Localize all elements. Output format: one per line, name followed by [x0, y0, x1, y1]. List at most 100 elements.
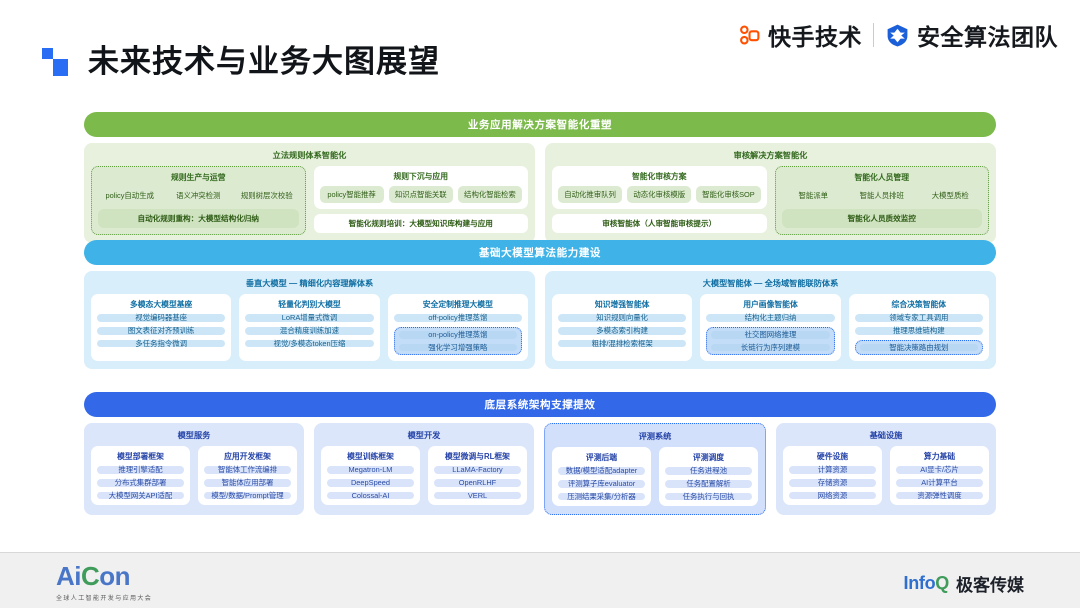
chip-item[interactable]: Colossal-AI [327, 491, 414, 500]
card-eval-scheduler: 评测调度 任务进程池 任务配置解析 任务执行与回执 [659, 447, 758, 507]
card-title: 评测调度 [692, 453, 725, 462]
chip-item[interactable]: 图文表征对齐预训练 [97, 326, 226, 335]
chip-item[interactable]: Megatron-LM [327, 466, 414, 474]
card-knowledge-agent: 知识增强智能体 知识规则向量化 多模态索引构建 粗排/混排检索框架 [552, 294, 693, 362]
chip-item[interactable]: 智能体工作流编排 [204, 466, 291, 474]
group-vertical-model-title: 垂直大模型 — 精细化内容理解体系 [245, 279, 374, 288]
chip-item[interactable]: 存储资源 [789, 478, 876, 487]
group-review: 审核解决方案智能化 智能化审核方案 自动化推审队列 动态化审核模版 智能化审核S… [545, 143, 996, 243]
card-footer-row: 智能化人员质效监控 [781, 209, 982, 228]
band-infrastructure-title: 底层系统架构支撑提效 [84, 392, 996, 417]
chip-item[interactable]: 推理引擎适配 [97, 466, 184, 474]
chip-item[interactable]: DeepSpeed [327, 478, 414, 487]
aicon-logo: AiCon 全球人工智能开发与应用大会 [56, 561, 152, 602]
chip-item[interactable]: AI显卡/芯片 [896, 466, 983, 474]
chip-item[interactable]: 视觉编码器基座 [97, 314, 226, 322]
band-infrastructure: 底层系统架构支撑提效 模型服务 模型部署框架 推理引擎适配 分布式集群部署 大模… [84, 392, 996, 516]
group-model-service-title: 模型服务 [177, 431, 211, 440]
chip-item[interactable]: policy智能推荐 [319, 186, 384, 203]
chip-item[interactable]: 智能派单 [781, 187, 845, 204]
chip-item[interactable]: 动态化审核模版 [627, 186, 692, 203]
chip-item[interactable]: 数据/模型适配adapter [558, 467, 645, 475]
chip-item[interactable]: VERL [434, 491, 521, 500]
chip-item[interactable]: policy自动生成 [98, 187, 162, 204]
chip-item[interactable]: 多模态索引构建 [558, 326, 687, 335]
chip-item[interactable]: 任务进程池 [665, 467, 752, 475]
card-title: 模型微调与RL框架 [445, 452, 510, 461]
card-staff-management: 智能化人员管理 智能派单 智能人员排班 大模型质检 智能化人员质效监控 [774, 166, 989, 235]
chip-item[interactable]: LoRA增量式微调 [245, 314, 374, 322]
card-title: 硬件设施 [816, 452, 849, 461]
chip-item[interactable]: 结构化智能检索 [457, 186, 523, 203]
chip-item[interactable]: 智能化审核SOP [696, 186, 761, 203]
chip-item[interactable]: 社交图网络推理 [711, 330, 830, 339]
chip-item[interactable]: 语义冲突检测 [166, 187, 230, 204]
shield-logo-icon [887, 24, 908, 46]
chip-item[interactable]: 资源弹性调度 [896, 491, 983, 500]
chip-item[interactable]: 知识规则向量化 [558, 314, 687, 322]
chip-item[interactable]: off-policy推理蒸馏 [393, 314, 522, 322]
chip-item[interactable]: 大模型质检 [918, 187, 982, 204]
card-title: 模型训练框架 [347, 452, 394, 461]
brand-security: 安全算法团队 [885, 18, 1058, 52]
group-legislation-title: 立法规则体系智能化 [272, 151, 347, 160]
chip-item[interactable]: on-policy推理蒸馏 [398, 330, 517, 339]
chip-item[interactable]: 智能体应用部署 [204, 478, 291, 487]
group-infra: 基础设施 硬件设施 计算资源 存储资源 网络资源 算力基础 AI显卡/芯片 [776, 423, 996, 516]
chip-item[interactable]: OpenRLHF [434, 478, 521, 487]
chip-item[interactable]: 领域专家工具调用 [854, 314, 983, 322]
group-vertical-model: 垂直大模型 — 精细化内容理解体系 多模态大模型基座 视觉编码器基座 图文表征对… [84, 271, 535, 370]
brand-security-label: 安全算法团队 [917, 24, 1058, 50]
chip-item[interactable]: 评测算子库evaluator [558, 479, 645, 488]
chip-item[interactable]: AI计算平台 [896, 478, 983, 487]
chip-item[interactable]: 规则树层次校验 [235, 187, 299, 204]
chip-item[interactable]: 网络资源 [789, 491, 876, 500]
chip-item[interactable]: 任务配置解析 [665, 479, 752, 488]
chip-item[interactable]: 结构化主题归纳 [706, 314, 835, 322]
title-marker-icon [42, 48, 68, 76]
group-model-dev-title: 模型开发 [407, 431, 441, 440]
infoq-label: 极客传媒 [956, 576, 1024, 595]
chip-item[interactable]: 计算资源 [789, 466, 876, 474]
chip-item[interactable]: 强化学习增强策略 [398, 343, 517, 352]
chip-item[interactable]: 压测结果采集/分析器 [558, 492, 645, 501]
group-eval-system-title: 评测系统 [638, 432, 672, 441]
chip-item[interactable]: 模型/数据/Prompt管理 [204, 491, 291, 500]
group-legislation: 立法规则体系智能化 规则生产与运营 policy自动生成 语义冲突检测 规则树层… [84, 143, 535, 243]
aicon-subtitle: 全球人工智能开发与应用大会 [56, 596, 153, 602]
chip-item[interactable]: 任务执行与回执 [665, 492, 752, 501]
card-title: 用户画像智能体 [743, 300, 798, 309]
chip-item[interactable]: 分布式集群部署 [97, 478, 184, 487]
brand-kuaishou: 快手技术 [736, 18, 862, 52]
slide-footer: AiCon 全球人工智能开发与应用大会 InfoQ 极客传媒 [0, 552, 1080, 608]
aicon-part-b: C [81, 561, 100, 591]
card-title: 综合决策智能体 [891, 300, 947, 309]
group-agent-system-title: 大模型智能体 — 全场域智能联防体系 [702, 279, 839, 288]
chip-item[interactable]: 推理思维链构建 [854, 326, 983, 335]
card-title: 模型部署框架 [117, 452, 164, 461]
card-hardware: 硬件设施 计算资源 存储资源 网络资源 [783, 446, 882, 506]
chip-item[interactable]: 自动化推审队列 [558, 186, 623, 203]
chip-item[interactable]: 长链行为序列建模 [711, 343, 830, 352]
card-title: 规则生产与运营 [170, 173, 226, 182]
chip-item[interactable]: 粗排/混排检索框架 [558, 339, 687, 348]
infoq-q: Q [935, 573, 949, 593]
chip-item[interactable]: 大模型网关API适配 [97, 491, 184, 500]
card-title: 评测后端 [585, 453, 618, 462]
chip-item[interactable]: 智能决策路由规划 [859, 343, 978, 352]
card-footer-row: 自动化规则重构：大模型结构化归纳 [98, 209, 299, 228]
chip-item[interactable]: LLaMA-Factory [434, 466, 521, 474]
card-multimodal-base: 多模态大模型基座 视觉编码器基座 图文表征对齐预训练 多任务指令微调 [91, 294, 232, 362]
chip-item[interactable]: 知识点智能关联 [388, 186, 453, 203]
card-title: 算力基础 [923, 452, 956, 461]
chip-item[interactable]: 混合精度训练加速 [245, 326, 374, 335]
chip-item[interactable]: 多任务指令微调 [97, 339, 226, 348]
chip-item[interactable]: 视觉/多模态token压缩 [245, 339, 374, 348]
group-model-service: 模型服务 模型部署框架 推理引擎适配 分布式集群部署 大模型网关API适配 应用… [84, 423, 304, 516]
chip-item[interactable]: 智能人员排班 [850, 187, 914, 204]
band-foundation-title: 基础大模型算法能力建设 [84, 240, 996, 265]
card-user-profile-agent: 用户画像智能体 结构化主题归纳 社交图网络推理 长链行为序列建模 [700, 294, 841, 362]
group-agent-system: 大模型智能体 — 全场域智能联防体系 知识增强智能体 知识规则向量化 多模态索引… [545, 271, 996, 370]
card-title: 多模态大模型基座 [129, 300, 193, 309]
card-security-reasoning-model: 安全定制推理大模型 off-policy推理蒸馏 on-policy推理蒸馏 强… [387, 294, 528, 362]
